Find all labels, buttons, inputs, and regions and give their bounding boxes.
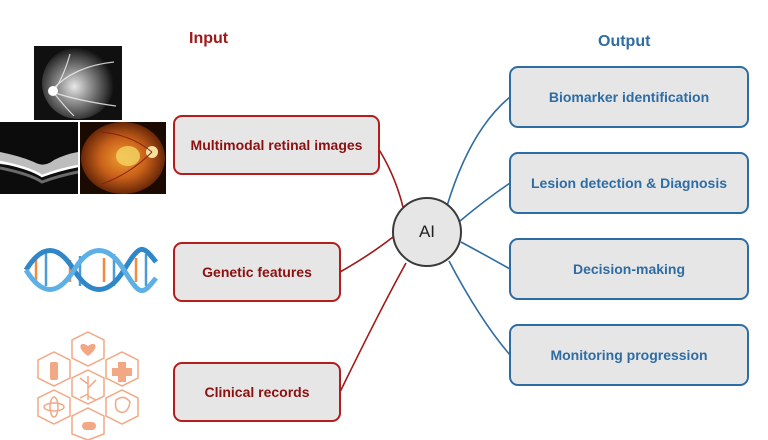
connector-multimodal — [377, 147, 404, 208]
fluorescein-angiography-image — [34, 46, 122, 120]
connector-monitoring — [448, 260, 511, 356]
output-box-lesion-detection-diagnosis: Lesion detection & Diagnosis — [509, 152, 749, 214]
connector-decision — [460, 241, 511, 270]
output-box-monitoring-progression: Monitoring progression — [509, 324, 749, 386]
input-box-clinical-records: Clinical records — [173, 362, 341, 422]
oct-scan-image — [0, 122, 78, 194]
connector-clinical — [339, 262, 407, 393]
ai-node: AI — [392, 197, 462, 267]
fundus-photo-image — [80, 122, 166, 194]
output-box-biomarker-identification: Biomarker identification — [509, 66, 749, 128]
clinical-records-icons — [28, 330, 158, 440]
output-box-decision-making: Decision-making — [509, 238, 749, 300]
connector-genetic — [339, 236, 394, 273]
input-box-multimodal-retinal-images: Multimodal retinal images — [173, 115, 380, 175]
input-box-genetic-features: Genetic features — [173, 242, 341, 302]
connector-biomarker — [446, 96, 511, 207]
output-heading: Output — [598, 33, 651, 50]
input-heading: Input — [189, 30, 229, 47]
dna-helix-icon — [24, 242, 158, 300]
connector-lesion — [459, 182, 511, 222]
